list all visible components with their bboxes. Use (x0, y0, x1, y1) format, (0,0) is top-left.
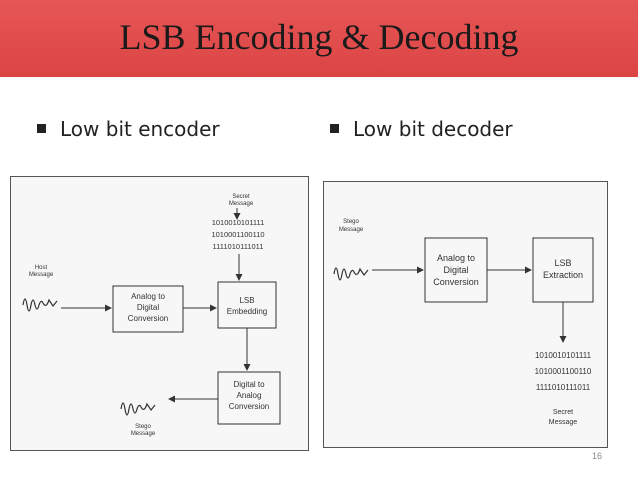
dec-stego-label-1: Stego (343, 219, 359, 225)
page-number: 16 (591, 451, 602, 461)
dec-stego-waveform-icon (333, 267, 369, 281)
dec-lsb-line-2: Extraction (543, 270, 583, 280)
bullet-decoder: Low bit decoder (330, 117, 513, 141)
decoder-svg: Stego Message Analog to Digital Conversi… (333, 219, 594, 426)
encoder-diagram: Secret Message 1010010101111 10100011001… (10, 176, 309, 451)
square-bullet-icon (37, 124, 46, 133)
slide-title: LSB Encoding & Decoding (119, 17, 519, 57)
dec-lsb-line-1: LSB (554, 258, 571, 268)
dec-adc-line-3: Conversion (433, 277, 479, 287)
enc-bits-3: 1111010111011 (213, 242, 264, 251)
decoder-diagram: Stego Message Analog to Digital Conversi… (323, 181, 608, 448)
dec-secret-label-2: Message (549, 419, 578, 426)
lsb-embedding-block (217, 281, 277, 329)
stego-label-1: Stego (135, 424, 151, 430)
dac-line-1: Digital to (233, 380, 265, 389)
adc-block (112, 285, 184, 333)
dec-adc-block (424, 237, 488, 303)
dec-bits-3: 1111010111011 (536, 383, 591, 392)
bullet-encoder: Low bit encoder (37, 117, 220, 141)
dec-bits-2: 1010001100110 (535, 367, 592, 376)
dac-line-2: Analog (237, 391, 262, 400)
host-waveform-icon (22, 298, 58, 312)
stego-waveform-icon (120, 402, 156, 416)
dac-block (217, 371, 281, 425)
title-bar (0, 0, 638, 77)
square-bullet-icon (330, 124, 339, 133)
host-label-1: Host (35, 265, 48, 271)
dec-bits-1: 1010010101111 (535, 351, 592, 360)
encoder-svg: Secret Message 1010010101111 10100011001… (22, 194, 281, 437)
dec-secret-label-1: Secret (553, 409, 573, 416)
bullet-encoder-label: Low bit encoder (60, 117, 220, 141)
secret-label-2: Message (229, 201, 254, 207)
enc-bits-1: 1010010101111 (212, 218, 265, 227)
lsb-extraction-block (532, 237, 594, 303)
dec-adc-line-1: Analog to (437, 253, 475, 263)
lsb-line-1: LSB (239, 296, 254, 305)
adc-line-2: Digital (137, 303, 159, 312)
host-label-2: Message (29, 272, 54, 278)
secret-label-1: Secret (232, 194, 250, 200)
dec-adc-line-2: Digital (443, 265, 468, 275)
adc-line-3: Conversion (128, 314, 168, 323)
dac-line-3: Conversion (229, 402, 269, 411)
stego-label-2: Message (131, 431, 156, 437)
enc-bits-2: 1010001100110 (211, 230, 264, 239)
lsb-line-2: Embedding (227, 307, 267, 316)
adc-line-1: Analog to (131, 292, 165, 301)
dec-stego-label-2: Message (339, 227, 364, 233)
bullet-decoder-label: Low bit decoder (353, 117, 513, 141)
